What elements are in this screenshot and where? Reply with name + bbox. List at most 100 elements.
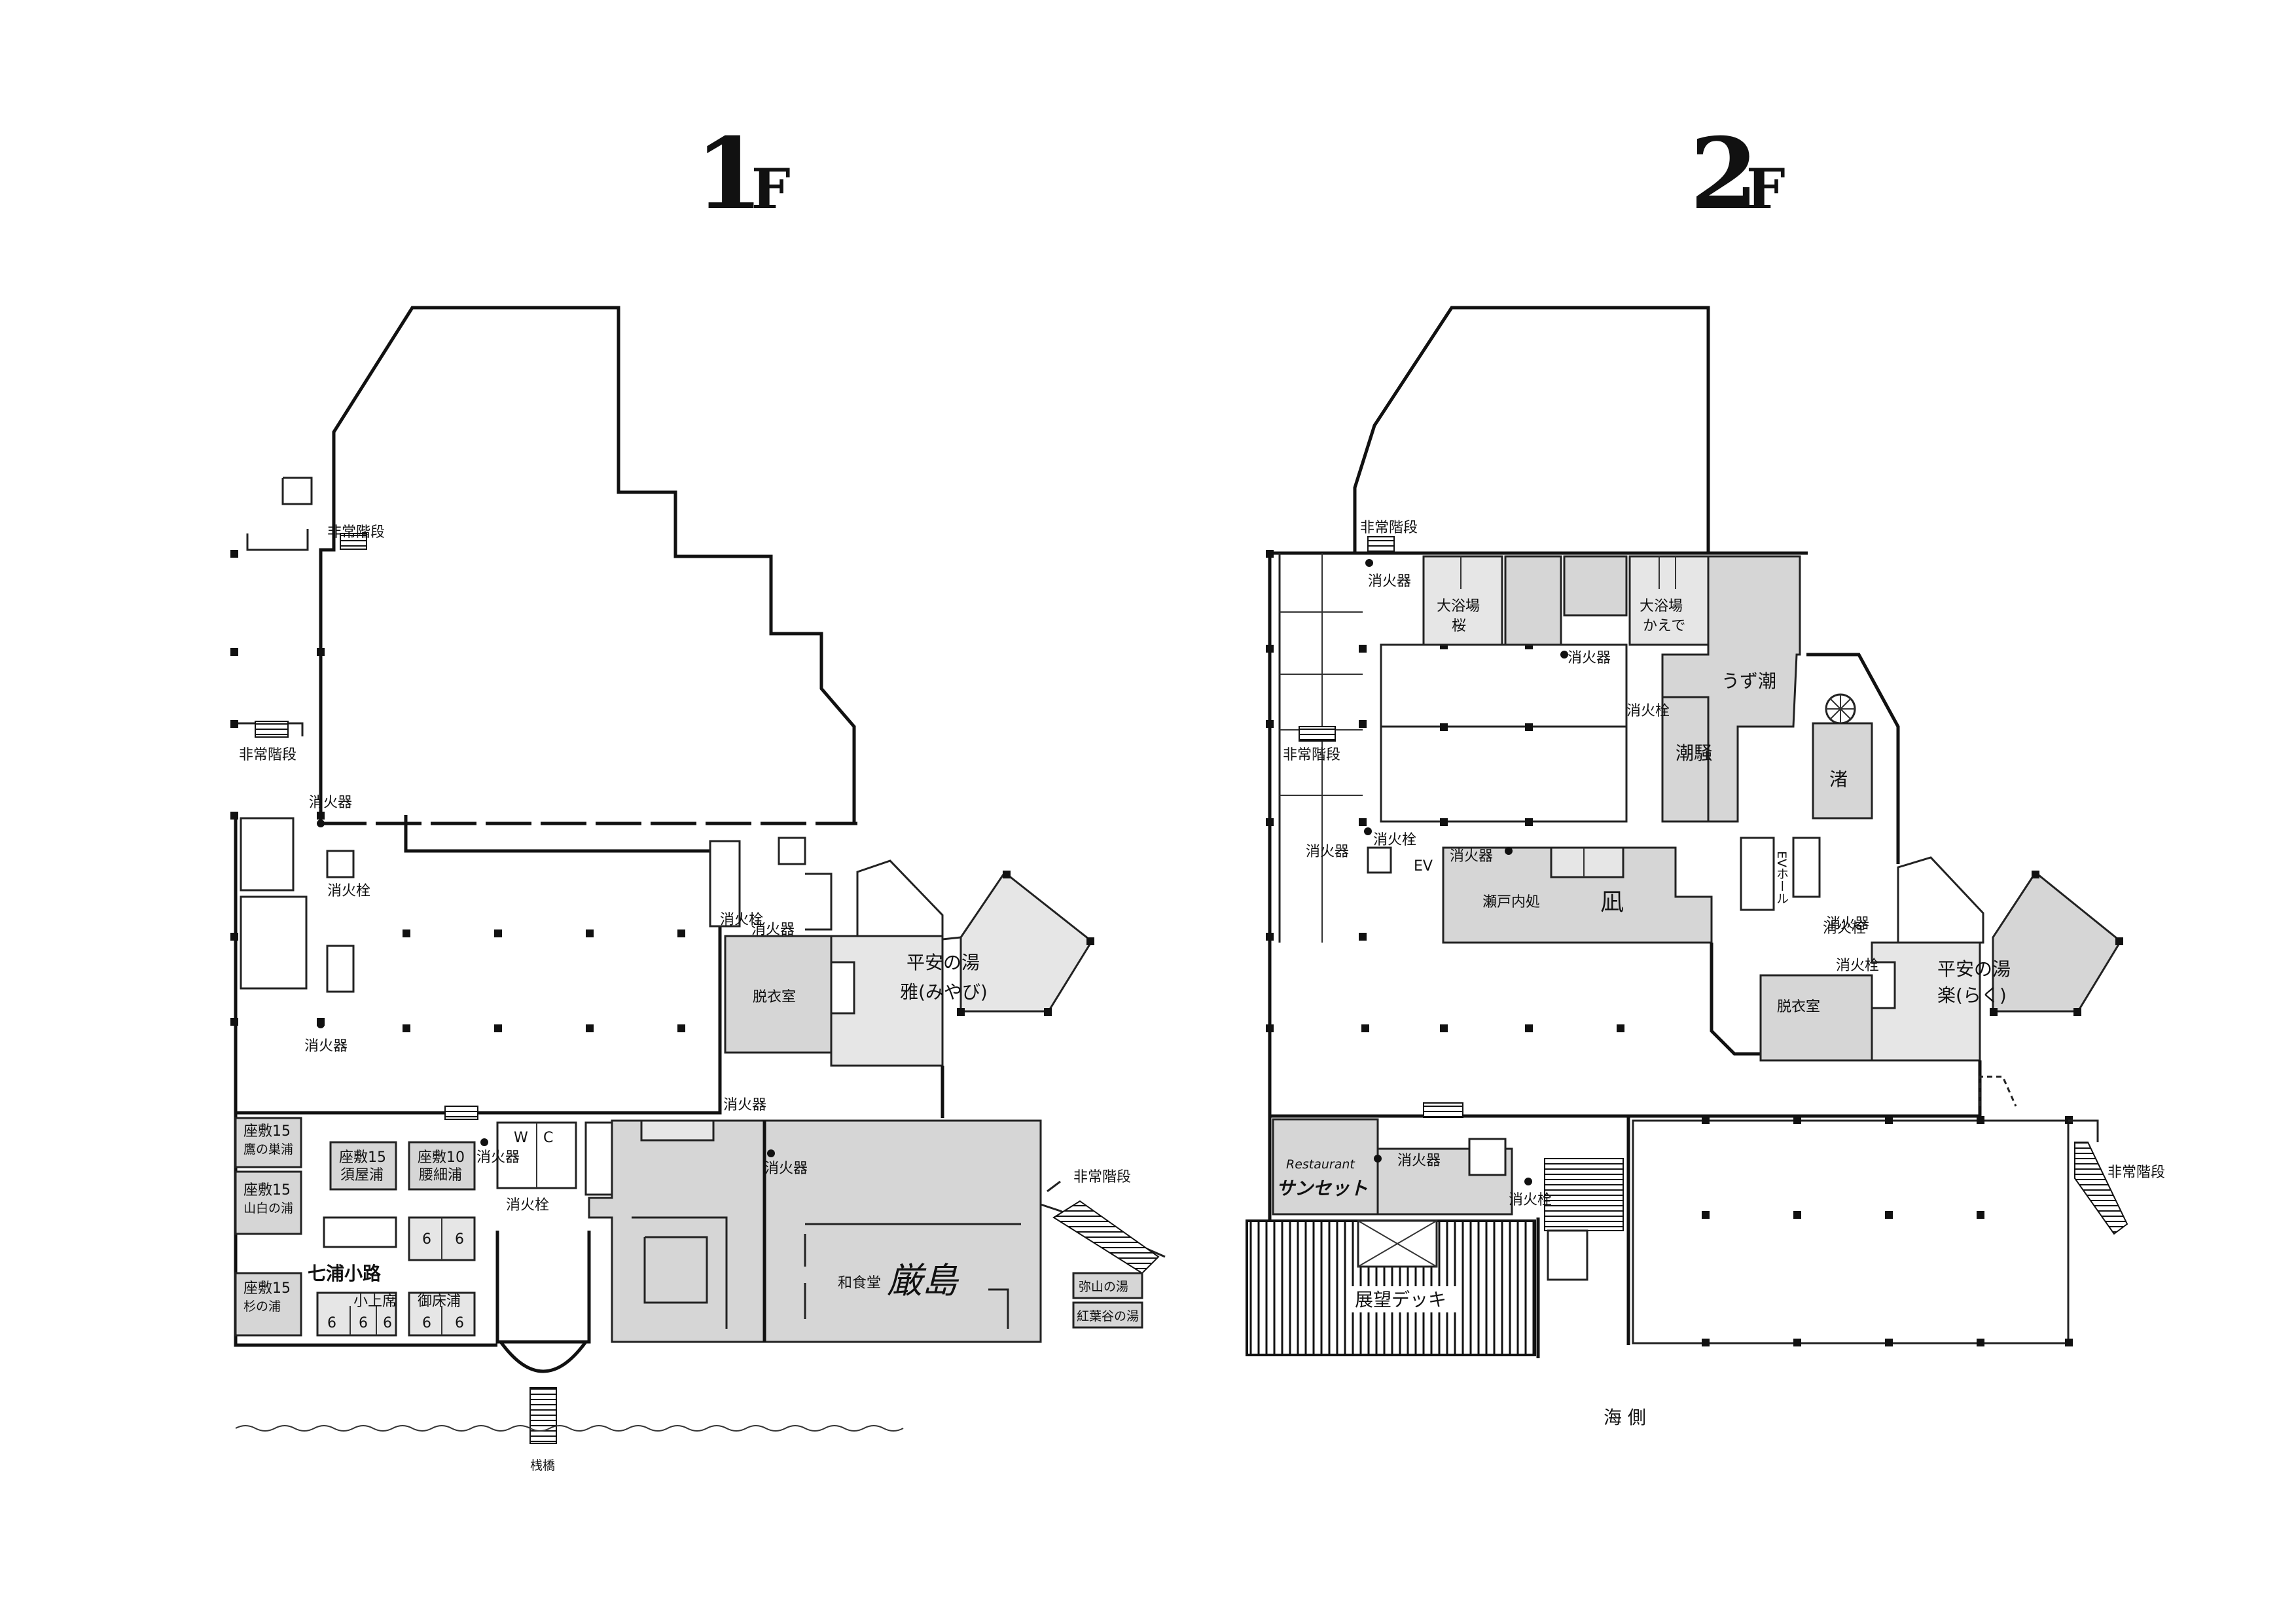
f2-label-heian-bath: 平安の湯 <box>1937 958 2011 980</box>
f1-label-zashiki-15-b: 座敷15 <box>243 1182 291 1199</box>
f1-label-emergency-stairs-left: 非常階段 <box>239 747 296 763</box>
f1-label-emergency-stairs-right: 非常階段 <box>1073 1169 1131 1185</box>
f1-emergency-stairs-right <box>1052 1200 1160 1274</box>
f2-restaurant-sunset <box>1272 1118 1379 1216</box>
f2-bath-service-a <box>1504 555 1562 646</box>
f1-counter <box>640 1119 715 1142</box>
f2-setouchi-counter <box>1550 846 1624 878</box>
f2-label-bath-sakura-2: 桜 <box>1452 618 1466 634</box>
f2-label-hydrant-d: 消火栓 <box>1836 958 1879 974</box>
f2-service-sunset <box>1468 1138 1507 1176</box>
f2-label-extinguisher-f: 消火器 <box>1397 1153 1441 1169</box>
f1-label-six-c: 6 <box>327 1315 336 1331</box>
f2-columns-lower <box>1702 1116 2073 1346</box>
f1-label-momijidani-bath: 紅葉谷の湯 <box>1077 1309 1139 1324</box>
f1-label-six-g: 6 <box>455 1315 464 1331</box>
f2-right-stub <box>2068 1119 2099 1142</box>
f2-label-hydrant-c: 消火栓 <box>1823 920 1866 937</box>
f2-label-extinguisher-c: 消火器 <box>1306 844 1349 860</box>
f2-label-emergency-stairs-top: 非常階段 <box>1360 520 1418 536</box>
f1-service-c <box>709 840 741 928</box>
f2-label-deck: 展望デッキ <box>1355 1289 1446 1310</box>
f1-zashiki-yamashiro <box>234 1170 302 1235</box>
f2-label-raku: 楽(らく) <box>1937 984 2007 1006</box>
f1-label-heian-bath: 平安の湯 <box>906 952 980 973</box>
f1-label-zashiki-15-c: 座敷15 <box>243 1280 291 1297</box>
f2-bath-columns <box>1990 871 2123 1016</box>
f2-stairs-top <box>1367 536 1395 552</box>
floor-1-number: 1 <box>695 117 763 232</box>
f1-dining-hall-itsukushima <box>588 1119 1042 1343</box>
floor-1-plan: 非常階段 非常階段 非常階段 消火器 消火器 消火器 消火器 消火器 消火器 消… <box>230 306 1166 1473</box>
f2-emergency-stairs-right <box>2074 1142 2128 1235</box>
f1-heian-bath <box>830 935 944 1067</box>
f1-bath-columns <box>957 871 1094 1016</box>
f2-label-extinguisher-e: 消火器 <box>1826 916 1869 932</box>
f1-label-six-f: 6 <box>422 1315 431 1331</box>
f1-zashiki-sugi <box>234 1272 302 1337</box>
f2-left-grid <box>1280 553 1363 943</box>
f1-label-mitokoura: 御床浦 <box>418 1293 461 1310</box>
f1-label-changing-room: 脱衣室 <box>753 989 796 1005</box>
f1-table-a <box>323 1216 397 1248</box>
f1-label-six-a: 6 <box>422 1231 431 1248</box>
f1-extinguisher-dots <box>317 820 775 1157</box>
f2-label-setouchi: 瀬戸内処 <box>1482 894 1540 911</box>
f1-pier-stairs <box>529 1387 557 1444</box>
f2-label-ev: EV <box>1414 858 1433 875</box>
f1-label-extinguisher-e: 消火器 <box>476 1149 520 1166</box>
f2-right-dashed <box>1979 1075 2017 1107</box>
f1-notch-a <box>281 477 313 505</box>
f1-dining-partition-a <box>632 1216 728 1329</box>
f1-service-d <box>778 837 806 865</box>
f2-label-extinguisher-d: 消火器 <box>1450 848 1493 865</box>
f1-label-sugi: 杉の浦 <box>243 1299 281 1314</box>
f1-label-takanosu: 鷹の巣浦 <box>243 1142 293 1157</box>
f1-label-extinguisher-b: 消火器 <box>304 1038 348 1055</box>
f1-entrance-arc <box>499 1341 588 1373</box>
f1-label-zashiki-15-d: 座敷15 <box>339 1149 386 1166</box>
f2-label-extinguisher-b: 消火器 <box>1568 650 1611 666</box>
f2-shiosai <box>1661 696 1710 823</box>
f2-label-emergency-stairs-right: 非常階段 <box>2108 1164 2165 1181</box>
f1-main-hall-outline <box>234 815 722 1115</box>
f1-stairs-top <box>340 533 367 550</box>
f2-lower-hall <box>1632 1119 2070 1344</box>
f2-label-extinguisher-a: 消火器 <box>1368 573 1411 590</box>
floor-1-suffix: F <box>751 156 791 221</box>
f1-dining-partition-b <box>643 1236 708 1304</box>
f1-label-koshiboso: 腰細浦 <box>419 1167 462 1183</box>
f2-label-ev-hall: EVホール <box>1774 851 1789 905</box>
f2-label-sea-side: 海 側 <box>1604 1407 1646 1428</box>
f1-stairs-left <box>255 721 289 738</box>
f1-label-wc-c: C <box>543 1130 553 1146</box>
f2-stairs-sunset <box>1423 1102 1463 1118</box>
f1-stairs-center <box>444 1106 478 1120</box>
f2-bath-service-b <box>1563 555 1628 617</box>
f1-label-extinguisher-f: 消火器 <box>764 1161 808 1177</box>
floor-2-plan: 非常階段 非常階段 非常階段 消火器 消火器 消火器 消火器 消火器 消火器 消… <box>1246 306 2165 1428</box>
f1-label-pier: 桟橋 <box>530 1458 555 1473</box>
f2-stairs-left <box>1299 726 1336 742</box>
f1-label-suya: 須屋浦 <box>340 1167 384 1183</box>
f1-label-itsukushima: 厳島 <box>887 1260 960 1301</box>
f2-changing-room <box>1759 974 1873 1062</box>
f1-water-line <box>235 1425 904 1432</box>
f1-label-extinguisher-a: 消火器 <box>309 795 352 811</box>
f1-label-washokudo: 和食堂 <box>838 1275 881 1291</box>
f1-label-misen-bath: 弥山の湯 <box>1079 1280 1128 1294</box>
f1-label-extinguisher-c: 消火器 <box>723 1097 766 1113</box>
f1-label-yamashiro: 山白の浦 <box>243 1201 293 1216</box>
f2-central-landing <box>1547 1229 1588 1281</box>
f2-label-uzushio: うず潮 <box>1721 670 1776 692</box>
f1-bath-link <box>942 936 961 941</box>
f2-label-hydrant-a: 消火栓 <box>1626 703 1670 719</box>
f2-upper-outline <box>1353 306 1710 553</box>
f1-label-six-d: 6 <box>359 1315 368 1331</box>
f1-service-f <box>584 1121 613 1196</box>
f1-label-wc-w: W <box>514 1130 528 1146</box>
f1-changing-room <box>724 935 833 1054</box>
f2-columns-central <box>1361 641 1624 1032</box>
f2-outdoor-bath-raku <box>1992 871 2122 1013</box>
